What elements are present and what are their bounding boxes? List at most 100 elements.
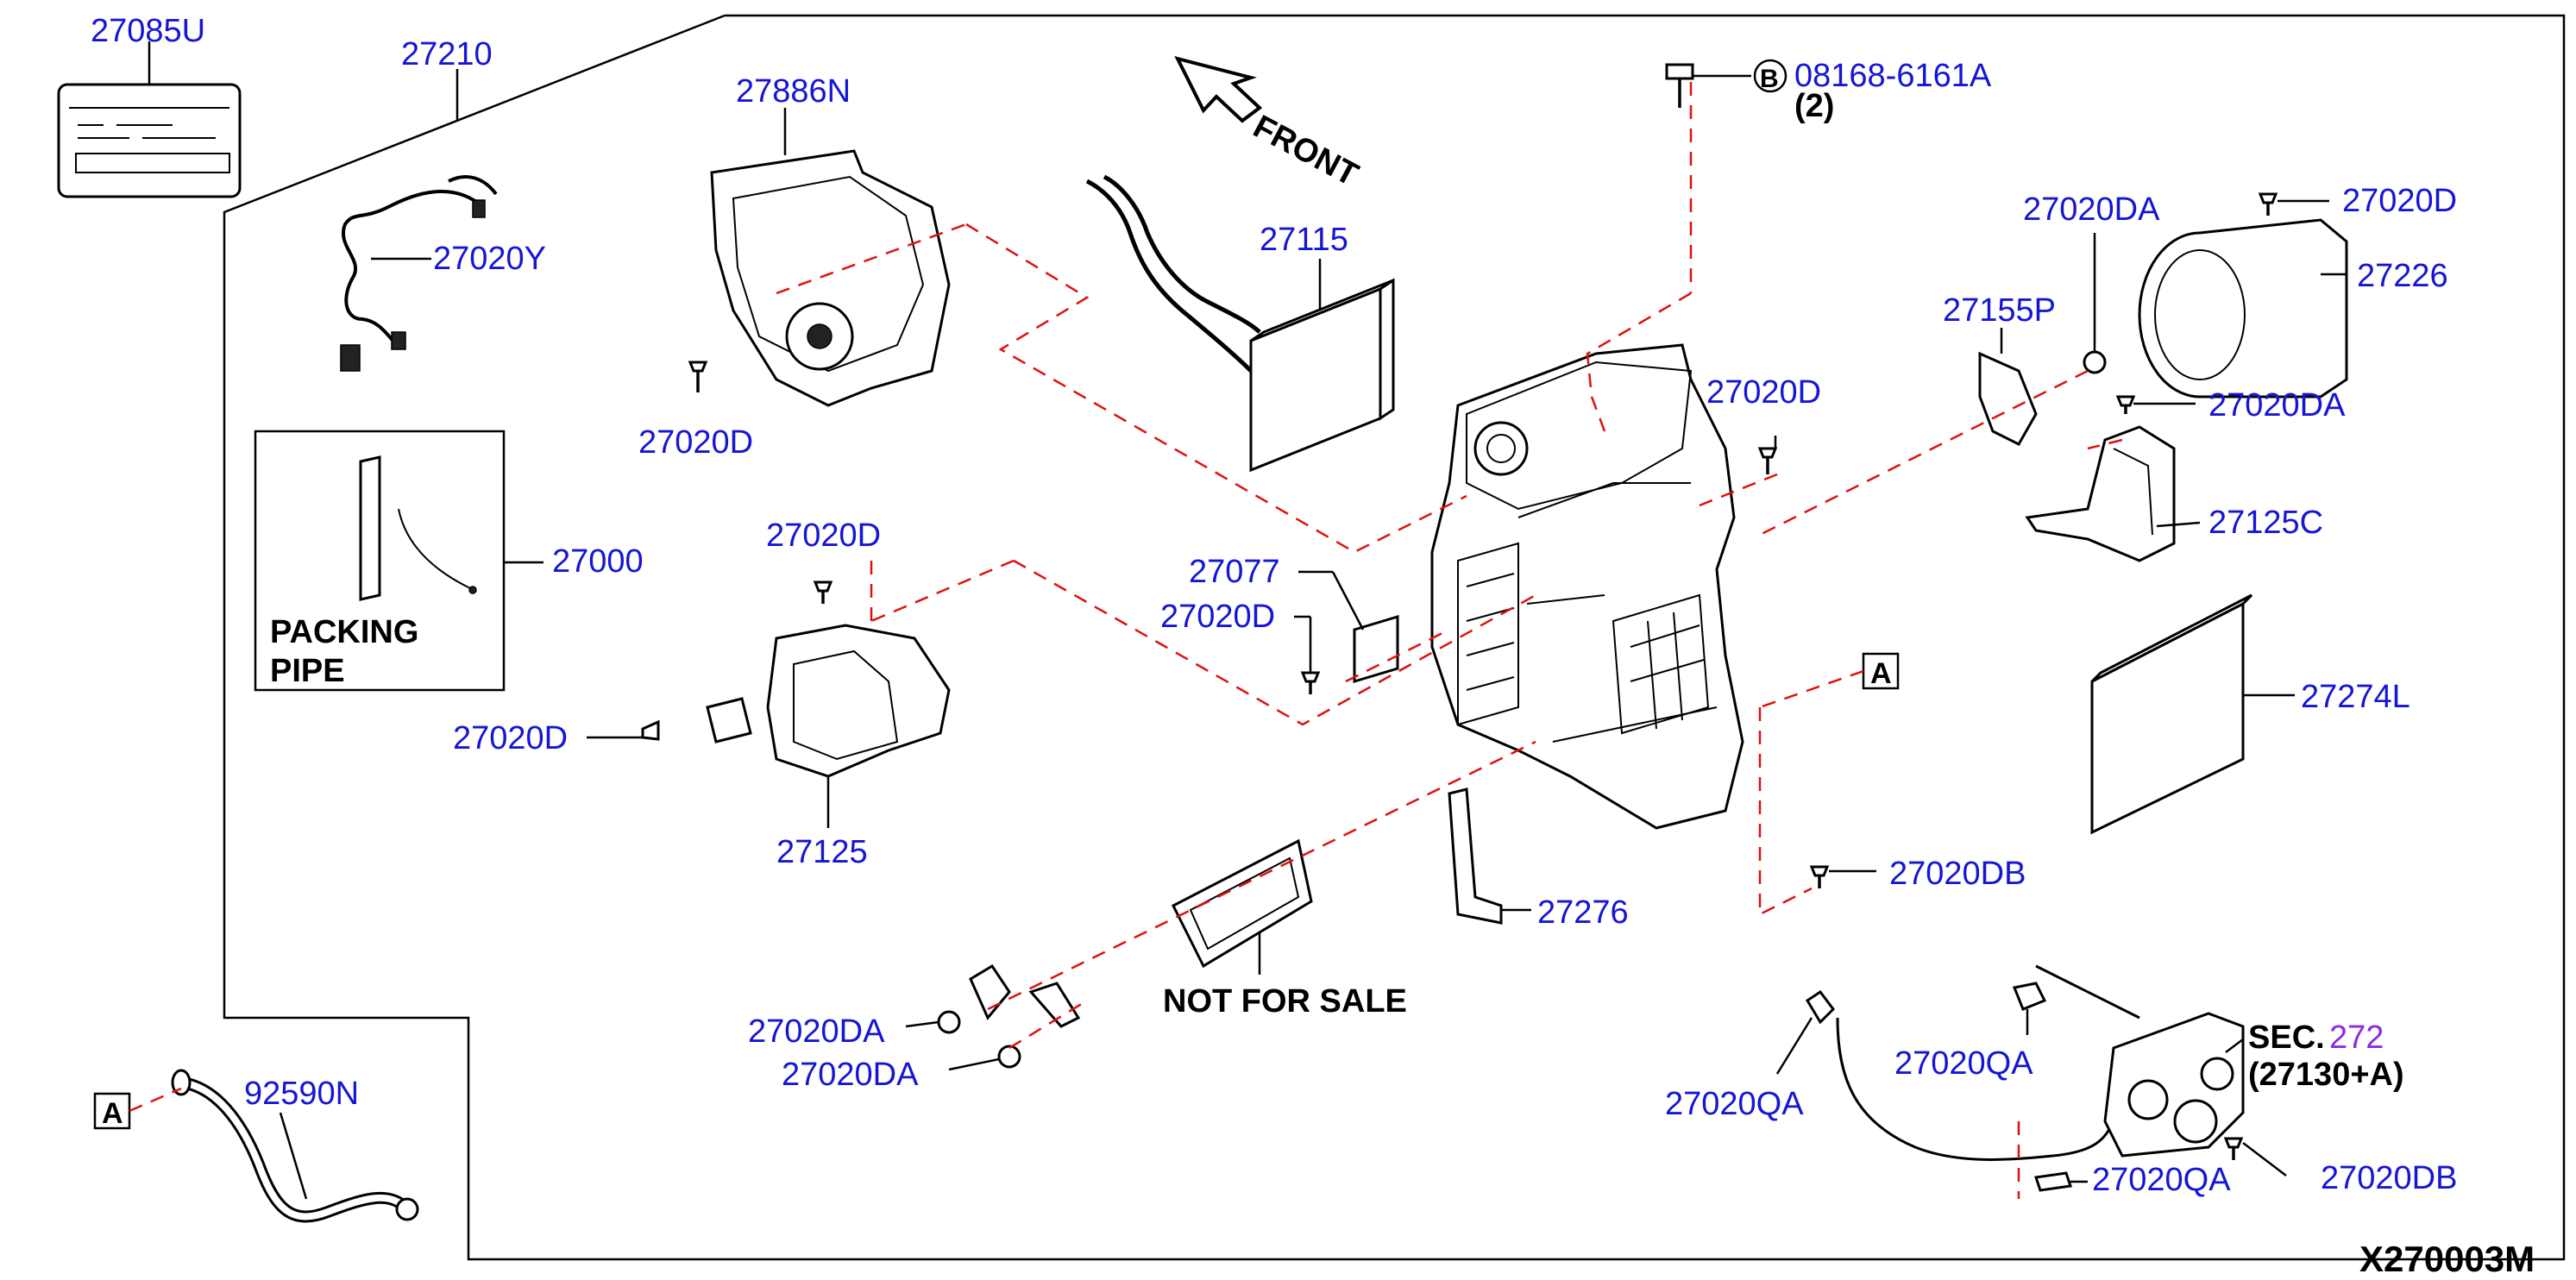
heater-pipe — [1103, 174, 1261, 334]
label-27210: 27210 — [401, 36, 493, 72]
label-card-27085U — [57, 83, 242, 198]
leader-27077 — [1331, 571, 1365, 631]
heater-unit-port — [1473, 421, 1529, 476]
blower-motor-body — [2199, 218, 2348, 398]
heater-unit-body-line — [1517, 482, 1718, 743]
label-pipe: PIPE — [270, 653, 345, 689]
label-08168-qty: (2) — [1794, 88, 1834, 124]
label-sec-number: 272 — [2329, 1020, 2384, 1056]
label-27085U: 27085U — [91, 13, 205, 49]
cable-2 — [2035, 964, 2140, 1020]
harness-27020Y — [342, 190, 485, 347]
label-27077: 27077 — [1189, 554, 1280, 590]
clip-27020QA-3 — [2034, 1171, 2072, 1192]
heater-pipe — [1085, 179, 1253, 373]
label-27886N: 27886N — [736, 73, 851, 110]
washer-27020DA-1 — [937, 1010, 961, 1034]
control-knob — [2127, 1079, 2169, 1120]
label-not-for-sale: NOT FOR SALE — [1163, 983, 1407, 1020]
label-27020QA-2: 27020QA — [1894, 1045, 2033, 1082]
label-27020D-topright: 27020D — [2342, 183, 2457, 219]
label-27000: 27000 — [552, 543, 644, 580]
panel-not-for-sale-inner — [1189, 856, 1300, 951]
heater-unit-top — [1466, 361, 1693, 511]
label-27020D-lower: 27020D — [453, 720, 568, 756]
label-27020D-left: 27020D — [766, 518, 881, 554]
assembly-dash-lines — [129, 82, 2123, 1199]
door-actuator-27125 — [766, 624, 951, 778]
hose-end — [395, 1197, 419, 1221]
screw-27020D-center — [1757, 447, 1778, 459]
leader-sec272 — [2225, 1038, 2244, 1053]
heater-unit-main — [1430, 343, 1744, 830]
label-27226: 27226 — [2357, 258, 2448, 294]
panel-not-for-sale — [1171, 838, 1313, 969]
hose-end — [171, 1069, 192, 1096]
boundary-frame — [223, 14, 2566, 1261]
label-27020D-mid: 27020D — [1160, 599, 1275, 635]
marker-a-left: A — [102, 1097, 123, 1130]
clip-27020QA-1 — [1805, 989, 1835, 1025]
leader-27020DA-bl2 — [948, 1057, 1000, 1071]
label-27020Y: 27020Y — [433, 241, 546, 277]
label-packing: PACKING — [270, 614, 418, 650]
hose-92590N-inner — [180, 1079, 408, 1220]
marker-b: B — [1760, 65, 1779, 93]
diagram-id: X270003M — [2359, 1239, 2535, 1279]
label-27020DA-bl2: 27020DA — [782, 1057, 919, 1093]
filter-27274L-edge — [2090, 593, 2253, 683]
label-27020QA-1: 27020QA — [1665, 1086, 1804, 1122]
resistor-27077 — [1353, 614, 1399, 684]
label-27020DB-mid: 27020DB — [1889, 856, 2026, 892]
label-card-barcode — [75, 153, 230, 173]
label-27276: 27276 — [1537, 894, 1629, 931]
screw-27020D-mid — [1300, 671, 1321, 683]
screw-27020D-left — [813, 580, 833, 593]
label-27020DA-right: 27020DA — [2208, 387, 2346, 424]
front-arrow — [1174, 55, 1263, 123]
heater-core-side — [1379, 278, 1395, 421]
harness-connector — [391, 331, 406, 350]
blower-housing-inner — [732, 175, 925, 373]
label-92590N: 92590N — [244, 1076, 359, 1112]
harness-27020Y-branch — [448, 175, 498, 196]
link-lever — [969, 963, 1011, 1020]
leader-92590N — [279, 1112, 308, 1200]
label-27274L: 27274L — [2301, 679, 2410, 715]
leader-27020QA-1 — [1775, 1017, 1813, 1075]
heater-unit-grid — [1612, 593, 1710, 735]
label-27115: 27115 — [1260, 222, 1348, 258]
marker-a-center: A — [1870, 657, 1892, 690]
heater-unit-grid — [1457, 542, 1519, 726]
label-27020DA-top: 27020DA — [2023, 191, 2160, 228]
label-08168-6161A: 08168-6161A — [1794, 58, 1992, 94]
link-lever — [1028, 982, 1081, 1028]
label-27125: 27125 — [776, 834, 868, 870]
blower-motor-face — [2154, 249, 2246, 380]
washer-27020DA-2 — [997, 1045, 1021, 1069]
screw-27020D — [688, 361, 708, 373]
door-actuator-face — [793, 649, 899, 761]
blower-motor-hub — [807, 323, 832, 349]
label-27020QA-3: 27020QA — [2092, 1162, 2231, 1198]
label-27020D-center: 27020D — [1706, 374, 1821, 411]
label-27020DB-br: 27020DB — [2321, 1160, 2457, 1196]
actuator-27125C-inner — [2113, 448, 2153, 536]
marker-b-circle — [1753, 59, 1787, 93]
label-sec-ref: (27130+A) — [2248, 1057, 2404, 1093]
screw-27020DB-br — [2223, 1137, 2244, 1149]
heater-unit-port-inner — [1486, 434, 1516, 463]
label-27125C: 27125C — [2208, 505, 2323, 541]
leader-27125C — [2156, 521, 2201, 528]
washer-27020DA — [2083, 350, 2107, 374]
packing-pipe-strip — [398, 508, 471, 589]
label-27020D-top: 27020D — [638, 424, 753, 461]
link-27155P — [1978, 351, 2038, 446]
packing-pipe-box — [254, 430, 506, 692]
label-front: FRONT — [1247, 109, 1364, 194]
packing-pipe-sheet — [359, 455, 381, 601]
actuator-27125C — [2025, 425, 2176, 562]
screw-27020DA-right — [2115, 395, 2136, 407]
leader-27020DA-bl1 — [905, 1020, 939, 1028]
